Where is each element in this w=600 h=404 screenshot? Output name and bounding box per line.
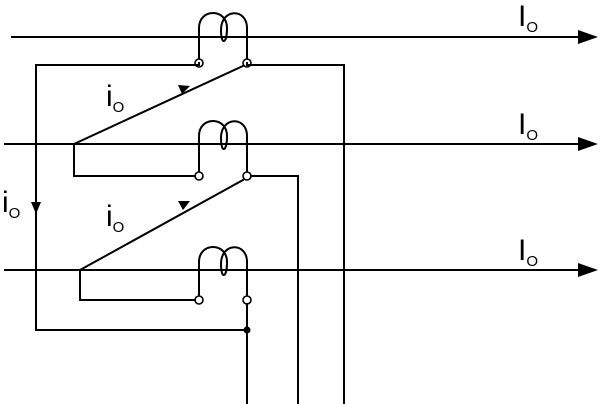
coil-icon xyxy=(198,120,248,176)
current-transformer-2 xyxy=(194,120,252,181)
junction-dot xyxy=(243,326,251,334)
phase-conductor-3 xyxy=(4,263,598,277)
ct-terminal xyxy=(194,171,204,181)
phase-conductor-2 xyxy=(4,137,598,151)
ct-terminal xyxy=(242,171,252,181)
ct-terminal xyxy=(242,295,252,305)
line-1-label: IO xyxy=(518,0,538,36)
arrowhead-icon xyxy=(178,201,190,210)
ct-terminal xyxy=(194,295,204,305)
residual-current-label-1: iO xyxy=(106,80,124,116)
phase-conductor-1 xyxy=(11,30,598,44)
current-transformer-3 xyxy=(194,246,252,305)
arrowhead-icon xyxy=(31,202,41,214)
current-transformer-1 xyxy=(194,12,252,68)
line-2-label: IO xyxy=(518,108,538,144)
residual-current-label-2: iO xyxy=(106,200,124,236)
arrowhead-icon xyxy=(578,263,598,277)
line-3-label: IO xyxy=(518,234,538,270)
arrowhead-icon xyxy=(578,137,598,151)
arrowhead-icon xyxy=(178,85,190,94)
coil-icon xyxy=(198,12,248,63)
arrowhead-icon xyxy=(578,30,598,44)
coil-icon xyxy=(198,246,248,300)
secondary-wiring xyxy=(35,62,345,404)
return-current-label: iO xyxy=(2,186,20,222)
